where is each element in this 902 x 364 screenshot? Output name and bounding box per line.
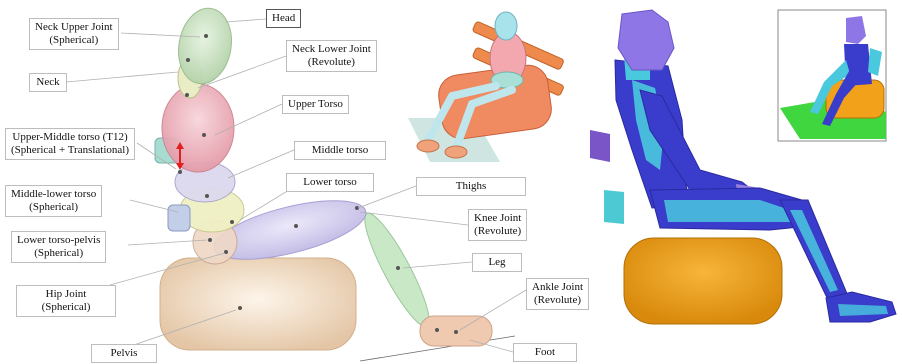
label-ankle-joint: Ankle Joint(Revolute) (526, 278, 589, 310)
label-upper-torso: Upper Torso (282, 95, 349, 114)
label-lower-torso-pelvis: Lower torso-pelvis(Spherical) (11, 231, 106, 263)
label-middle-lower-torso: Middle-lower torso(Spherical) (5, 185, 102, 217)
label-leg: Leg (472, 253, 522, 272)
label-knee-joint: Knee Joint(Revolute) (468, 209, 527, 241)
arm-block-lower (168, 205, 190, 231)
fe-panel-lower (604, 190, 624, 224)
upper-torso-body (162, 84, 234, 172)
label-pelvis: Pelvis (91, 344, 157, 363)
fe-seat (624, 238, 782, 324)
label-head: Head (266, 9, 301, 28)
label-neck-upper-joint: Neck Upper Joint(Spherical) (29, 18, 119, 50)
inset-multibody-model (408, 12, 564, 162)
inset-head (495, 12, 517, 40)
label-upper-middle-torso: Upper-Middle torso (T12)(Spherical + Tra… (5, 128, 135, 160)
fe-thumbnail (778, 10, 886, 141)
label-middle-torso: Middle torso (294, 141, 386, 160)
label-neck: Neck (29, 73, 67, 92)
label-thighs: Thighs (416, 177, 526, 196)
label-hip-joint: Hip Joint(Spherical) (16, 285, 116, 317)
fe-panel-upper (590, 130, 610, 162)
label-neck-lower-joint: Neck Lower Joint(Revolute) (286, 40, 377, 72)
label-lower-torso: Lower torso (286, 173, 374, 192)
fe-head (618, 10, 674, 70)
leg-body (355, 207, 438, 332)
pelvis-body (160, 258, 356, 350)
label-foot: Foot (513, 343, 577, 362)
